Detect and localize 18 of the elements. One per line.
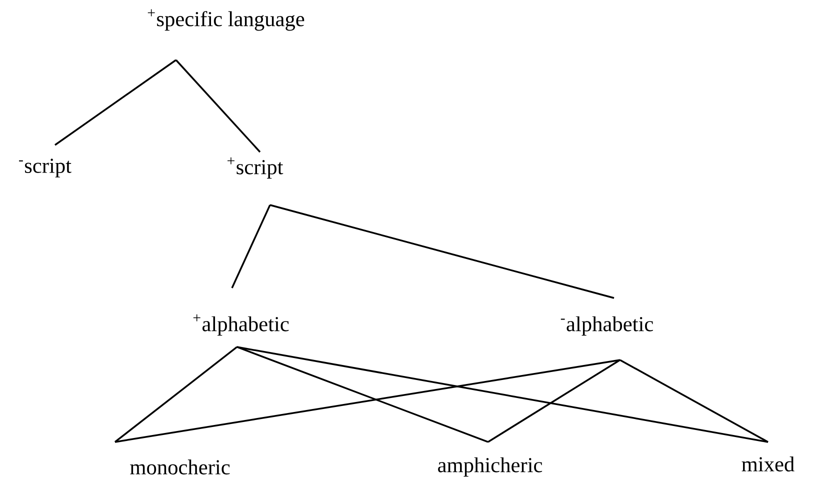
node-label: $^{-}$alphabetic <box>560 316 653 336</box>
node-label: amphicheric <box>438 457 542 477</box>
tree-line <box>114 346 238 443</box>
node-label: mixed <box>742 456 794 472</box>
tree-line <box>114 359 620 443</box>
tree-line <box>236 346 488 443</box>
node-label: $^{-}$script <box>19 158 72 178</box>
node-label: $^{+}$alphabetic <box>193 314 289 336</box>
tree-line <box>54 59 176 146</box>
tree-line <box>175 59 261 153</box>
tree-line <box>488 359 620 443</box>
node-label: monocheric <box>130 459 230 474</box>
tree-line <box>236 346 768 443</box>
tree-line <box>270 204 614 299</box>
node-label: $^{+}$script <box>228 157 284 179</box>
tree-line <box>620 359 768 443</box>
tree-line <box>231 204 271 288</box>
node-label: $^{+}$specific language <box>148 9 304 31</box>
